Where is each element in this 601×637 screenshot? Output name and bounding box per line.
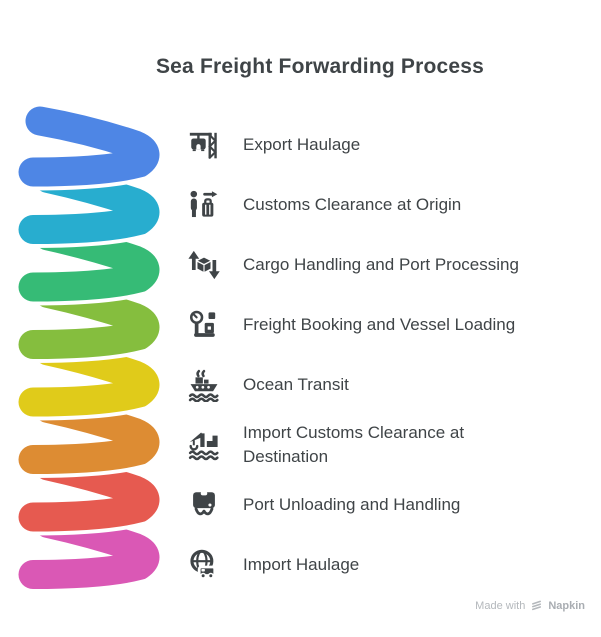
coil-3-cargo-handling (14, 217, 164, 306)
ship-icon (187, 368, 221, 402)
cargo-arrows-icon (187, 248, 221, 282)
step-label: Import Customs Clearance at Destination (243, 423, 465, 466)
step-label: Port Unloading and Handling (243, 495, 461, 514)
step-label: Export Haulage (243, 135, 361, 154)
container-hook-icon (187, 488, 221, 522)
napkin-logo-icon (530, 599, 543, 612)
step-label: Freight Booking and Vessel Loading (243, 315, 516, 334)
port-crane-icon (187, 428, 221, 462)
coil-7-port-unloading (14, 447, 164, 536)
step-row-import-customs: Import Customs Clearance at Destination (187, 415, 579, 475)
page-title: Sea Freight Forwarding Process (155, 55, 485, 78)
step-label: Cargo Handling and Port Processing (243, 255, 519, 274)
step-row-freight-booking: Freight Booking and Vessel Loading (187, 295, 579, 355)
watermark: Made with Napkin (475, 599, 585, 612)
process-spiral (14, 102, 164, 593)
globe-truck-icon (187, 548, 221, 582)
step-label: Customs Clearance at Origin (243, 195, 462, 214)
coil-6-import-customs (14, 390, 164, 478)
coil-2-customs-origin (14, 160, 164, 248)
watermark-prefix: Made with (475, 599, 526, 612)
person-luggage-icon (187, 188, 221, 222)
step-label: Ocean Transit (243, 375, 349, 394)
coil-8-import-haulage (14, 505, 164, 593)
crane-icon (187, 128, 221, 162)
step-row-export-haulage: Export Haulage (187, 115, 579, 175)
step-label: Import Haulage (243, 555, 360, 574)
step-row-customs-origin: Customs Clearance at Origin (187, 175, 579, 235)
step-row-ocean-transit: Ocean Transit (187, 355, 579, 415)
step-row-cargo-handling: Cargo Handling and Port Processing (187, 235, 579, 295)
coil-4-freight-booking (14, 275, 164, 363)
coil-5-ocean-transit (14, 332, 164, 421)
watermark-brand: Napkin (548, 599, 585, 612)
coil-1-export-haulage (14, 102, 164, 191)
step-list: Export Haulage Customs Clearance at Orig… (187, 115, 579, 595)
freight-scale-icon (187, 308, 221, 342)
step-row-import-haulage: Import Haulage (187, 535, 579, 595)
step-row-port-unloading: Port Unloading and Handling (187, 475, 579, 535)
